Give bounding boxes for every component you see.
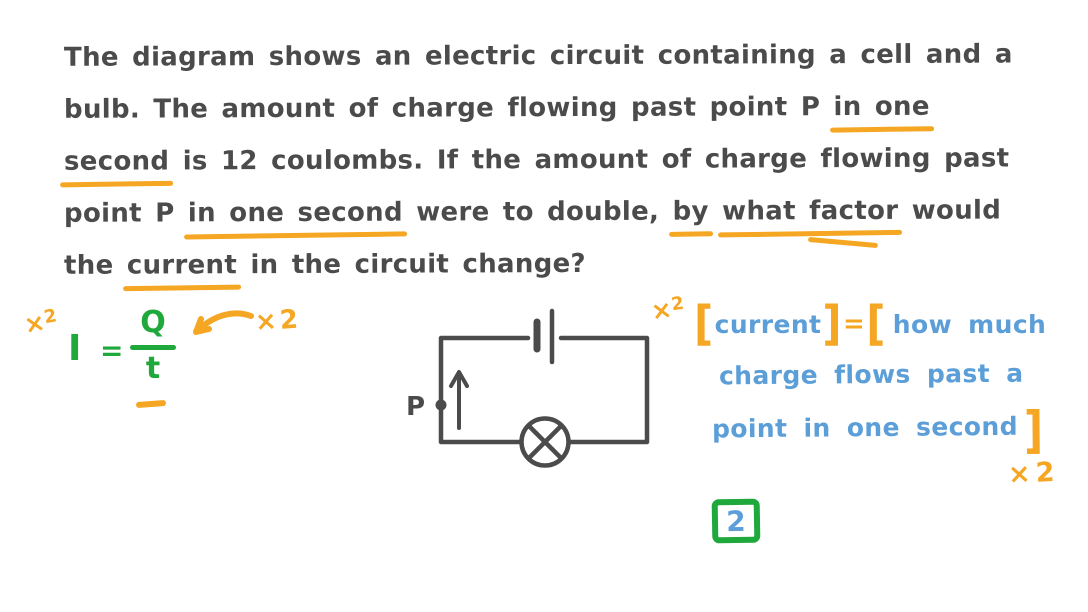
question-segment: in the circuit change?	[237, 248, 586, 281]
underlined-phrase: in one second	[188, 187, 403, 240]
question-segment: were to double,	[402, 196, 673, 228]
formula-numerator: Q	[140, 305, 166, 340]
question-segment: is 12 coulombs. If the amount of charge …	[169, 143, 1010, 177]
question-segment: The diagram shows an electric circuit co…	[63, 39, 1013, 73]
multiplier-exponent: 2	[42, 305, 59, 329]
open-bracket: [	[694, 296, 714, 351]
point-p-label: P	[406, 392, 425, 422]
question-text: The diagram shows an electric circuit co…	[64, 30, 1074, 290]
underlined-phrase: current	[127, 239, 237, 291]
fraction-bar	[130, 345, 176, 350]
question-segment: bulb. The amount of charge flowing past …	[63, 92, 834, 125]
times-two-annotation-right: ×2	[254, 304, 302, 338]
bulb-icon	[519, 416, 571, 468]
question-segment	[709, 196, 722, 226]
times-two-annotation-bottom: ×2	[1007, 456, 1061, 491]
underlined-phrase: by	[672, 186, 709, 238]
question-line: The diagram shows an electric circuit co…	[64, 28, 1074, 84]
circuit-diagram: P	[406, 308, 650, 468]
formula-equals: =	[100, 334, 124, 367]
point-p-dot	[435, 399, 447, 411]
multiplier-exponent: 2	[669, 292, 686, 316]
definition-line-2: charge flows past a	[718, 358, 1024, 391]
current-direction-arrow-icon	[449, 370, 469, 430]
definition-text: how much	[892, 309, 1047, 339]
question-line: the current in the circuit change?	[64, 236, 1074, 292]
close-bracket: ]	[1023, 400, 1044, 460]
cell-icon	[533, 308, 555, 365]
definition-equals: =	[843, 309, 866, 339]
close-bracket: ]	[822, 296, 842, 351]
question-line: point P in one second were to double, by…	[64, 184, 1074, 240]
formula-lhs: I	[68, 328, 82, 369]
current-formula: ×2 I = Q t ×2	[18, 298, 338, 423]
open-bracket: [	[866, 296, 886, 351]
definition-term: current	[714, 309, 822, 339]
underlined-phrase: in one	[833, 81, 929, 133]
denominator-emphasis-dash	[135, 399, 167, 409]
arrow-icon	[193, 310, 254, 335]
formula-denominator: t	[145, 351, 161, 386]
times-two-annotation-left: ×2	[22, 305, 60, 339]
definition-text: point in one second	[711, 411, 1019, 443]
underlined-phrase: second	[64, 135, 169, 187]
question-segment: point P	[63, 198, 188, 229]
answer-box: 2	[711, 498, 761, 544]
definition-line-3: point in one second ]	[711, 400, 1044, 459]
definition-line-1: [ current ] = [ how much	[694, 296, 1047, 351]
underlined-phrase: what factor	[722, 185, 898, 238]
question-segment: the	[63, 250, 127, 281]
question-line: second is 12 coulombs. If the amount of …	[64, 132, 1074, 188]
question-segment: would	[898, 195, 1002, 226]
formula-fraction: Q t	[130, 306, 176, 385]
answer-value: 2	[725, 504, 747, 538]
question-line: bulb. The amount of charge flowing past …	[64, 80, 1074, 136]
times-two-annotation-notes: ×2	[649, 293, 686, 326]
